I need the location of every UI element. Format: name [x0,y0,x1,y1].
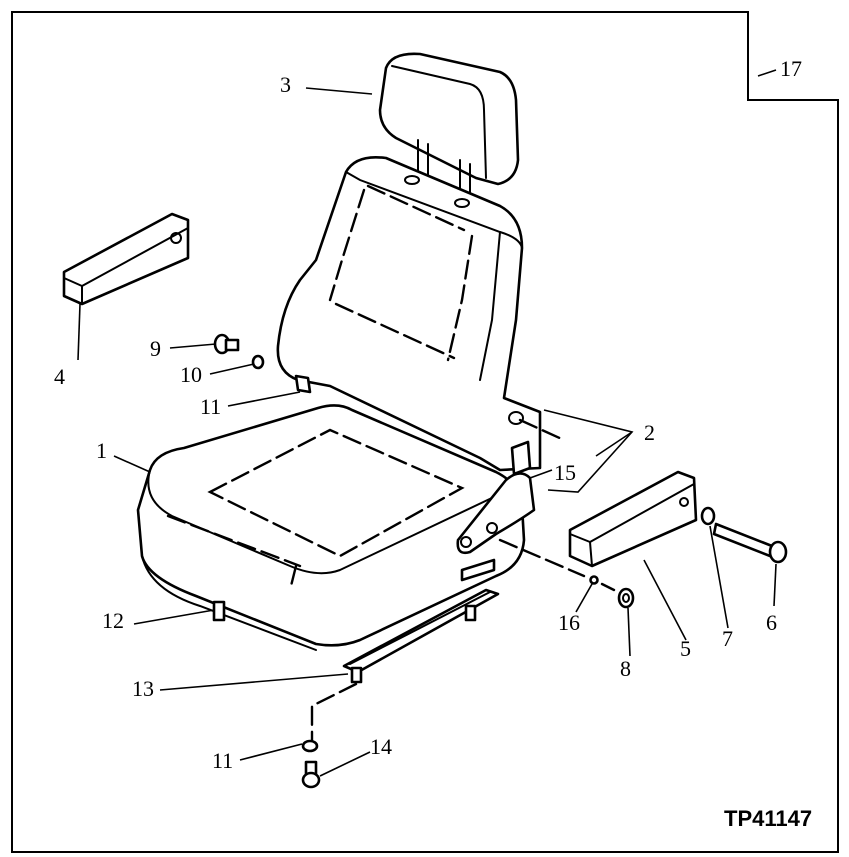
callout-7: 7 [722,626,733,651]
armrest-right [568,470,698,568]
dash-rear-lower-2 [600,582,616,592]
washer-10 [251,354,265,370]
backrest [276,156,542,472]
armrest-left [62,212,190,306]
bolt-9 [213,333,240,355]
callout-3: 3 [280,72,291,97]
callout-1: 1 [96,438,107,463]
callout-11-upper: 11 [200,394,221,419]
callout-8: 8 [620,656,631,681]
callout-2: 2 [644,420,655,445]
bolt-6 [712,522,788,564]
dash-rear-lower [498,538,586,578]
seat-cushion [136,404,526,651]
washer-7 [700,506,716,526]
diagram-frame [11,11,839,853]
callout-10: 10 [180,362,202,387]
nut-11-upper [294,374,312,394]
callout-14: 14 [370,734,392,759]
callout-11-lower: 11 [212,748,233,773]
callout-16: 16 [558,610,580,635]
reference-code: TP41147 [724,806,812,831]
callout-13: 13 [132,676,154,701]
callout-4: 4 [54,364,65,389]
callout-5: 5 [680,636,691,661]
washer-16 [589,575,599,585]
callout-17: 17 [780,56,802,81]
nut-11-lower [301,739,319,753]
dash-lower-vertical [310,682,358,742]
callout-15: 15 [554,460,576,485]
seat-lever-bracket [456,440,536,555]
leader-lines [77,69,777,777]
nut-8 [617,587,635,609]
slide-rail [212,558,500,684]
callout-6: 6 [766,610,777,635]
bolt-14 [301,760,321,789]
callout-9: 9 [150,336,161,361]
dash-rear-upper [518,418,566,442]
callout-12: 12 [102,608,124,633]
